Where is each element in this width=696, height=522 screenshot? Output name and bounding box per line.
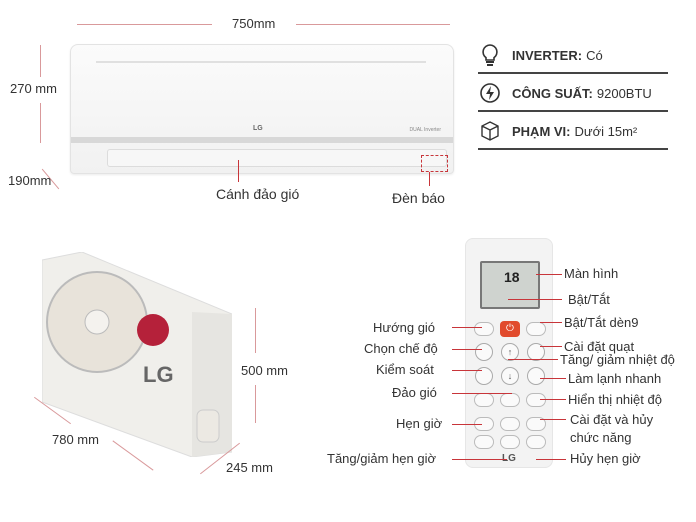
pointer-timer-adjust: [452, 459, 507, 460]
label-swing: Đảo gió: [392, 385, 437, 400]
outdoor-height-label: 500 mm: [241, 363, 288, 378]
indoor-flap: [107, 149, 447, 167]
label-control: Kiểm soát: [376, 362, 434, 377]
label-temp: Tăng/ giảm nhiệt độ: [560, 352, 675, 367]
outdoor-width-label: 780 mm: [52, 432, 99, 447]
pointer-power: [508, 299, 562, 300]
outdoor-unit-image: LG: [41, 251, 233, 458]
pointer-temp: [508, 359, 558, 360]
temp-up-button: ↑: [501, 343, 519, 361]
label-mode-select: Chọn chế độ: [364, 341, 438, 356]
indicator-pointer-line: [429, 172, 430, 186]
outdoor-height-line-bottom: [255, 385, 256, 423]
cube-icon: [478, 119, 502, 143]
room-temp-button: [526, 393, 546, 407]
indoor-vents: [96, 53, 426, 63]
jet-mode-button: [527, 367, 545, 385]
label-screen: Màn hình: [564, 266, 619, 281]
pointer-room-temp: [540, 399, 566, 400]
indoor-unit-image: LG DUAL Inverter: [70, 44, 454, 174]
pointer-screen: [536, 274, 562, 275]
label-fan: Cài đặt quạt: [564, 339, 635, 354]
label-timer: Hẹn giờ: [396, 416, 443, 431]
light-off-button: [526, 322, 546, 336]
set-cancel-button: [526, 417, 546, 431]
label-set-cancel: Cài đặt và hủy: [570, 412, 654, 427]
label-power: Bật/Tắt: [568, 292, 610, 307]
power-button: ⏻: [500, 321, 520, 337]
label-function: chức năng: [570, 430, 632, 445]
timer-button: [474, 435, 494, 449]
indoor-logo: LG: [253, 125, 263, 132]
remote-display: 18: [480, 261, 540, 309]
lightning-icon: [478, 81, 502, 105]
pointer-swing: [452, 393, 512, 394]
pointer-timer: [452, 424, 482, 425]
swing-h-button: [500, 393, 520, 407]
energy-ctrl-button: [475, 367, 493, 385]
label-jet: Làm lạnh nhanh: [568, 371, 662, 386]
label-cancel-timer: Hủy hẹn giờ: [570, 451, 641, 466]
outdoor-height-line-top: [255, 308, 256, 353]
indicator-highlight-box: [421, 155, 448, 172]
lightbulb-icon: [478, 43, 502, 67]
pointer-cancel-timer: [536, 459, 566, 460]
timer-down-button: [500, 435, 520, 449]
mode-button: [475, 343, 493, 361]
pointer-wind-direction: [452, 327, 482, 328]
width-dim-line-left: [77, 24, 212, 25]
swing-v-button: [474, 393, 494, 407]
spec-power: CÔNG SUẤT:9200BTU: [478, 76, 668, 112]
pointer-fan: [540, 346, 562, 347]
temp-down-button: ↓: [501, 367, 519, 385]
indoor-height-label: 270 mm: [10, 81, 57, 96]
indoor-dual-inverter-badge: DUAL Inverter: [409, 127, 442, 133]
label-timer-adjust: Tăng/giảm hẹn giờ: [327, 451, 436, 466]
height-dim-line-top: [40, 45, 41, 77]
display-temperature: 18: [504, 269, 520, 285]
indicator-label: Đèn báo: [392, 190, 445, 206]
remote-logo: LG: [502, 453, 516, 464]
flap-pointer-line: [238, 160, 239, 182]
fan-speed-button: [527, 343, 545, 361]
timer-up-button: [500, 417, 520, 431]
remote-control-image: 18 ⏻ ↑ ↓ LG: [465, 238, 553, 468]
pointer-control: [452, 370, 482, 371]
indoor-depth-label: 190mm: [8, 173, 52, 188]
svg-text:LG: LG: [143, 362, 174, 387]
height-dim-line-bottom: [40, 103, 41, 143]
pointer-mode: [452, 349, 482, 350]
label-light: Bật/Tắt dèn9: [564, 315, 639, 330]
outdoor-depth-label: 245 mm: [226, 460, 273, 475]
flap-label: Cánh đảo gió: [216, 186, 300, 202]
label-room-temp: Hiển thị nhiệt độ: [568, 392, 662, 407]
spec-inverter: INVERTER:Có: [478, 38, 668, 74]
pointer-set-cancel: [540, 419, 566, 420]
spec-range: PHẠM VI:Dưới 15m²: [478, 114, 668, 150]
label-wind-direction: Hướng gió: [373, 320, 436, 335]
pointer-light: [540, 322, 562, 323]
width-dim-line-right: [296, 24, 450, 25]
comfort-air-button: [474, 322, 494, 336]
indoor-stripe: [71, 137, 453, 143]
cancel-button: [526, 435, 546, 449]
indoor-width-label: 750mm: [232, 16, 276, 31]
pointer-jet: [540, 378, 566, 379]
